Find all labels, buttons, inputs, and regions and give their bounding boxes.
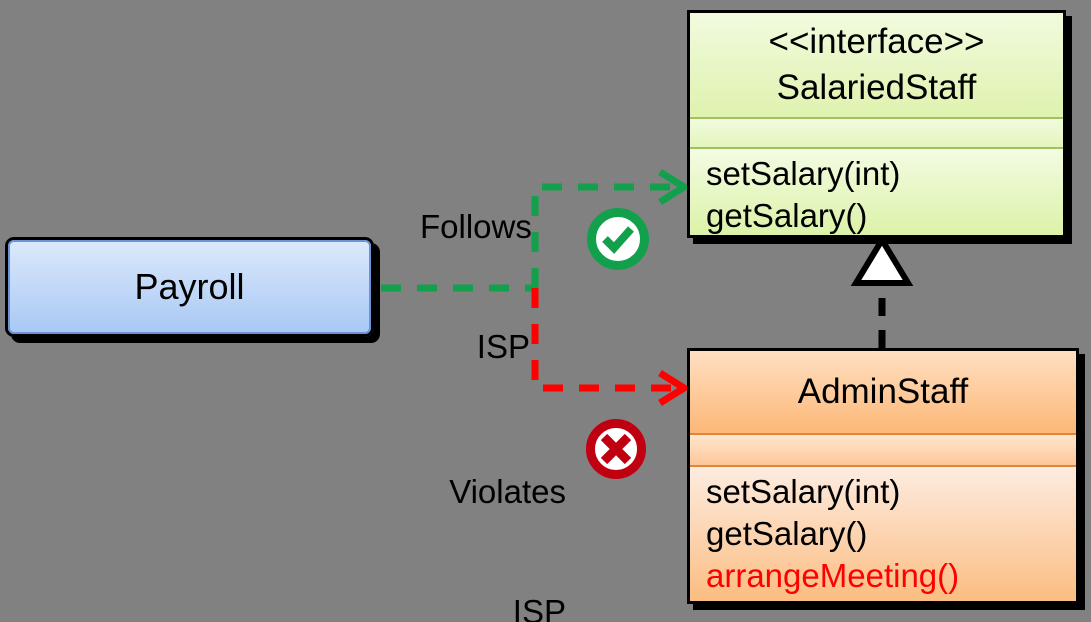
salariedstaff-attributes-compartment bbox=[690, 119, 1063, 149]
adminstaff-method: getSalary() bbox=[706, 515, 868, 552]
realization-triangle-icon bbox=[850, 234, 914, 286]
salariedstaff-methods-compartment: setSalary(int) getSalary() bbox=[690, 149, 1063, 235]
edge-label-follows-line2: ISP bbox=[476, 328, 530, 365]
x-circle-icon bbox=[586, 419, 646, 479]
adminstaff-methods-compartment: setSalary(int) getSalary() arrangeMeetin… bbox=[690, 467, 1076, 601]
check-circle-icon bbox=[587, 208, 649, 270]
salariedstaff-method: setSalary(int) bbox=[706, 155, 901, 192]
edge-violates-isp bbox=[531, 288, 676, 392]
adminstaff-method-violating: arrangeMeeting() bbox=[706, 557, 960, 594]
adminstaff-attributes-compartment bbox=[690, 435, 1076, 467]
edge-label-violates-isp: Violates ISP bbox=[418, 392, 566, 622]
adminstaff-name: AdminStaff bbox=[797, 372, 969, 411]
edge-label-follows-isp: Follows ISP bbox=[420, 127, 532, 447]
edge-follows-arrowhead bbox=[658, 169, 691, 205]
class-box-adminstaff[interactable]: AdminStaff setSalary(int) getSalary() ar… bbox=[687, 348, 1079, 604]
salariedstaff-title-compartment: <<interface>> SalariedStaff bbox=[690, 13, 1063, 119]
adminstaff-method: setSalary(int) bbox=[706, 473, 901, 510]
edge-label-violates-line2: ISP bbox=[512, 593, 566, 622]
edge-label-follows-line1: Follows bbox=[420, 208, 532, 245]
adminstaff-title-compartment: AdminStaff bbox=[690, 351, 1076, 435]
salariedstaff-stereotype: <<interface>> bbox=[768, 22, 985, 61]
class-box-payroll[interactable]: Payroll bbox=[5, 237, 374, 337]
salariedstaff-method: getSalary() bbox=[706, 197, 868, 234]
payroll-label: Payroll bbox=[134, 266, 245, 307]
edge-violates-arrowhead bbox=[658, 370, 691, 406]
edge-label-violates-line1: Violates bbox=[449, 473, 566, 510]
salariedstaff-name: SalariedStaff bbox=[776, 68, 977, 107]
class-box-salariedstaff[interactable]: <<interface>> SalariedStaff setSalary(in… bbox=[687, 10, 1066, 238]
